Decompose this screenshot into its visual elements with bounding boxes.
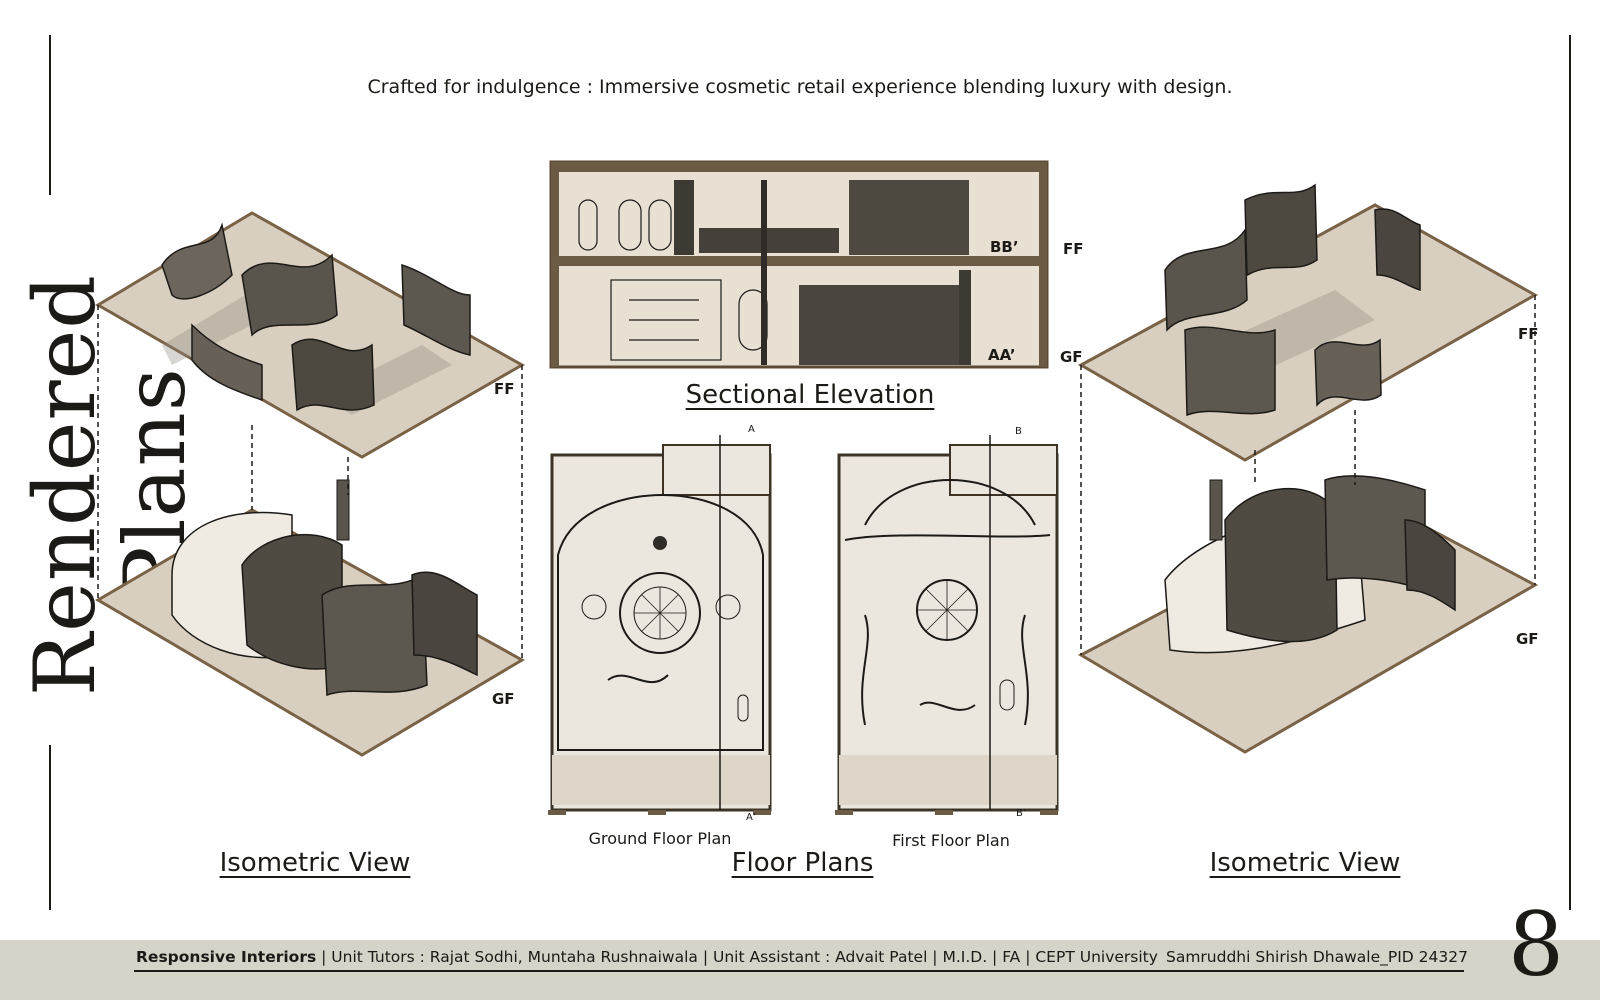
isometric-left-drawing [95,211,526,757]
iso-right-ff-slab [1077,183,1539,462]
iso-right-ff-label: FF [1518,325,1539,343]
iso-left-ff-slab [95,211,526,459]
section-b-prime-label: B’ [1016,808,1027,819]
section-b-label: B [1015,426,1022,437]
first-floor-plan-label: First Floor Plan [892,831,1010,850]
elevation-bb-label: BB’ [990,238,1019,256]
elevation-ff-label: FF [1063,240,1084,258]
left-rule-bottom [49,745,51,910]
floor-plans-caption: Floor Plans [731,848,874,878]
footer-details: | Unit Tutors : Rajat Sodhi, Muntaha Rus… [316,948,1158,966]
footer-credits: Responsive Interiors | Unit Tutors : Raj… [136,948,1158,966]
iso-right-caption: Isometric View [1209,848,1401,878]
iso-left-caption: Isometric View [219,848,411,878]
elevation-gf-label: GF [1060,348,1083,366]
section-a-prime-label: A’ [746,812,757,823]
footer-project: Responsive Interiors [136,948,317,966]
left-rule-top [49,35,51,195]
first-floor-plan-drawing [835,435,1059,815]
page-number: 8 [1508,893,1564,996]
section-a-label: A [748,424,755,435]
iso-right-gf-slab [1077,475,1539,754]
right-rule [1569,35,1571,910]
elevation-aa-label: AA’ [988,346,1016,364]
iso-left-gf-slab [95,479,526,757]
tagline: Crafted for indulgence : Immersive cosme… [367,76,1233,98]
sectional-elevation-drawing [549,160,1049,369]
footer-rule [134,970,1464,972]
iso-left-ff-label: FF [494,380,515,398]
isometric-right-drawing [1077,183,1539,754]
ground-floor-plan-drawing [548,435,772,815]
ground-floor-plan-label: Ground Floor Plan [588,829,732,848]
iso-left-gf-label: GF [492,690,515,708]
iso-right-gf-label: GF [1516,630,1539,648]
elevation-caption: Sectional Elevation [685,380,935,410]
footer-author: Samruddhi Shirish Dhawale_PID 24327 [1166,948,1468,966]
